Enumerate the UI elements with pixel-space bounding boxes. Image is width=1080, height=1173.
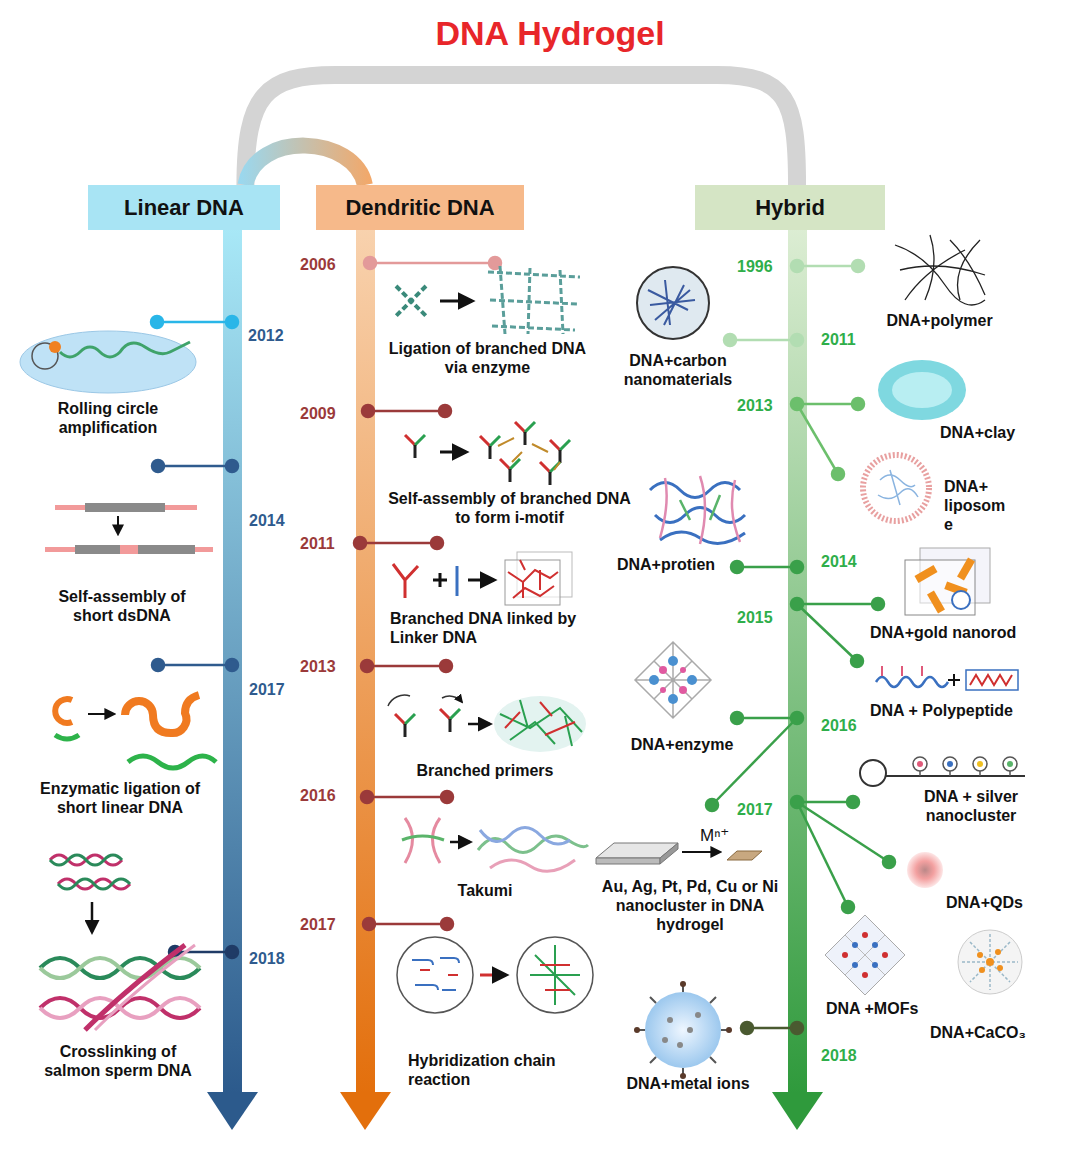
- caption-label: DNA+gold nanorod: [870, 624, 1055, 643]
- caption-label: DNA+QDs: [946, 894, 1046, 913]
- year-label: 2013: [737, 397, 787, 416]
- connector-arc: [245, 75, 797, 185]
- year-label: 2017: [249, 681, 309, 700]
- year-label: 2016: [821, 717, 871, 736]
- year-label: 2018: [821, 1047, 871, 1066]
- caption-label: DNA+metal ions: [608, 1075, 768, 1094]
- timeline-header: Linear DNA: [88, 185, 280, 230]
- timeline-columns: [207, 228, 823, 1130]
- caption-label: Takumi: [440, 882, 530, 901]
- connector-arc: [245, 146, 364, 185]
- caption-label: DNA+enzyme: [616, 736, 748, 755]
- caption-label: Self-assembly of branched DNA to form i-…: [382, 490, 637, 528]
- caption-label: Rolling circle amplification: [33, 400, 183, 438]
- caption-label: Au, Ag, Pt, Pd, Cu or Ni nanocluster in …: [600, 878, 780, 935]
- caption-label: DNA+carbon nanomaterials: [598, 352, 758, 390]
- dendritic-dna-figures: [388, 266, 593, 1013]
- caption-label: DNA +MOFs: [826, 1000, 926, 1019]
- caption-label: DNA + silver nanocluster: [896, 788, 1046, 826]
- hybrid-figures: [596, 235, 1025, 1079]
- timeline-header: Dendritic DNA: [316, 185, 524, 230]
- caption-label: DNA+CaCO₃: [930, 1024, 1060, 1043]
- linear-dna-figures: [20, 331, 216, 1030]
- year-label: 2016: [300, 787, 350, 806]
- year-label: 2011: [821, 331, 871, 350]
- ion-symbol: Mⁿ⁺: [700, 826, 744, 846]
- header-text: Dendritic DNA: [345, 195, 494, 221]
- year-label: 2011: [300, 535, 350, 554]
- year-label: 2017: [737, 801, 787, 820]
- year-label: 2013: [300, 658, 350, 677]
- year-label: 2015: [737, 609, 787, 628]
- caption-label: Self-assembly of short dsDNA: [52, 588, 192, 626]
- year-label: 2014: [821, 553, 871, 572]
- caption-label: Enzymatic ligation of short linear DNA: [25, 780, 215, 818]
- header-text: Hybrid: [755, 195, 825, 221]
- year-label: 2018: [249, 950, 309, 969]
- caption-label: Crosslinking of salmon sperm DNA: [33, 1043, 203, 1081]
- year-label: 1996: [737, 258, 787, 277]
- caption-label: DNA+protien: [600, 556, 732, 575]
- year-label: 2017: [300, 916, 350, 935]
- year-label: 2006: [300, 256, 350, 275]
- header-text: Linear DNA: [124, 195, 244, 221]
- caption-label: DNA+ liposom e: [944, 478, 1018, 535]
- caption-label: Ligation of branched DNA via enzyme: [385, 340, 590, 378]
- caption-label: DNA + Polypeptide: [870, 702, 1062, 721]
- caption-label: DNA+polymer: [872, 312, 1007, 331]
- caption-label: Branched primers: [405, 762, 565, 781]
- year-label: 2012: [248, 327, 308, 346]
- timeline-markers: [151, 257, 895, 1034]
- caption-label: Hybridization chain reaction: [408, 1052, 598, 1090]
- year-label: 2014: [249, 512, 309, 531]
- caption-label: Branched DNA linked by Linker DNA: [390, 610, 590, 648]
- diagram-title: DNA Hydrogel: [10, 14, 1080, 53]
- caption-label: DNA+clay: [940, 424, 1040, 443]
- timeline-header: Hybrid: [695, 185, 885, 230]
- year-label: 2009: [300, 405, 350, 424]
